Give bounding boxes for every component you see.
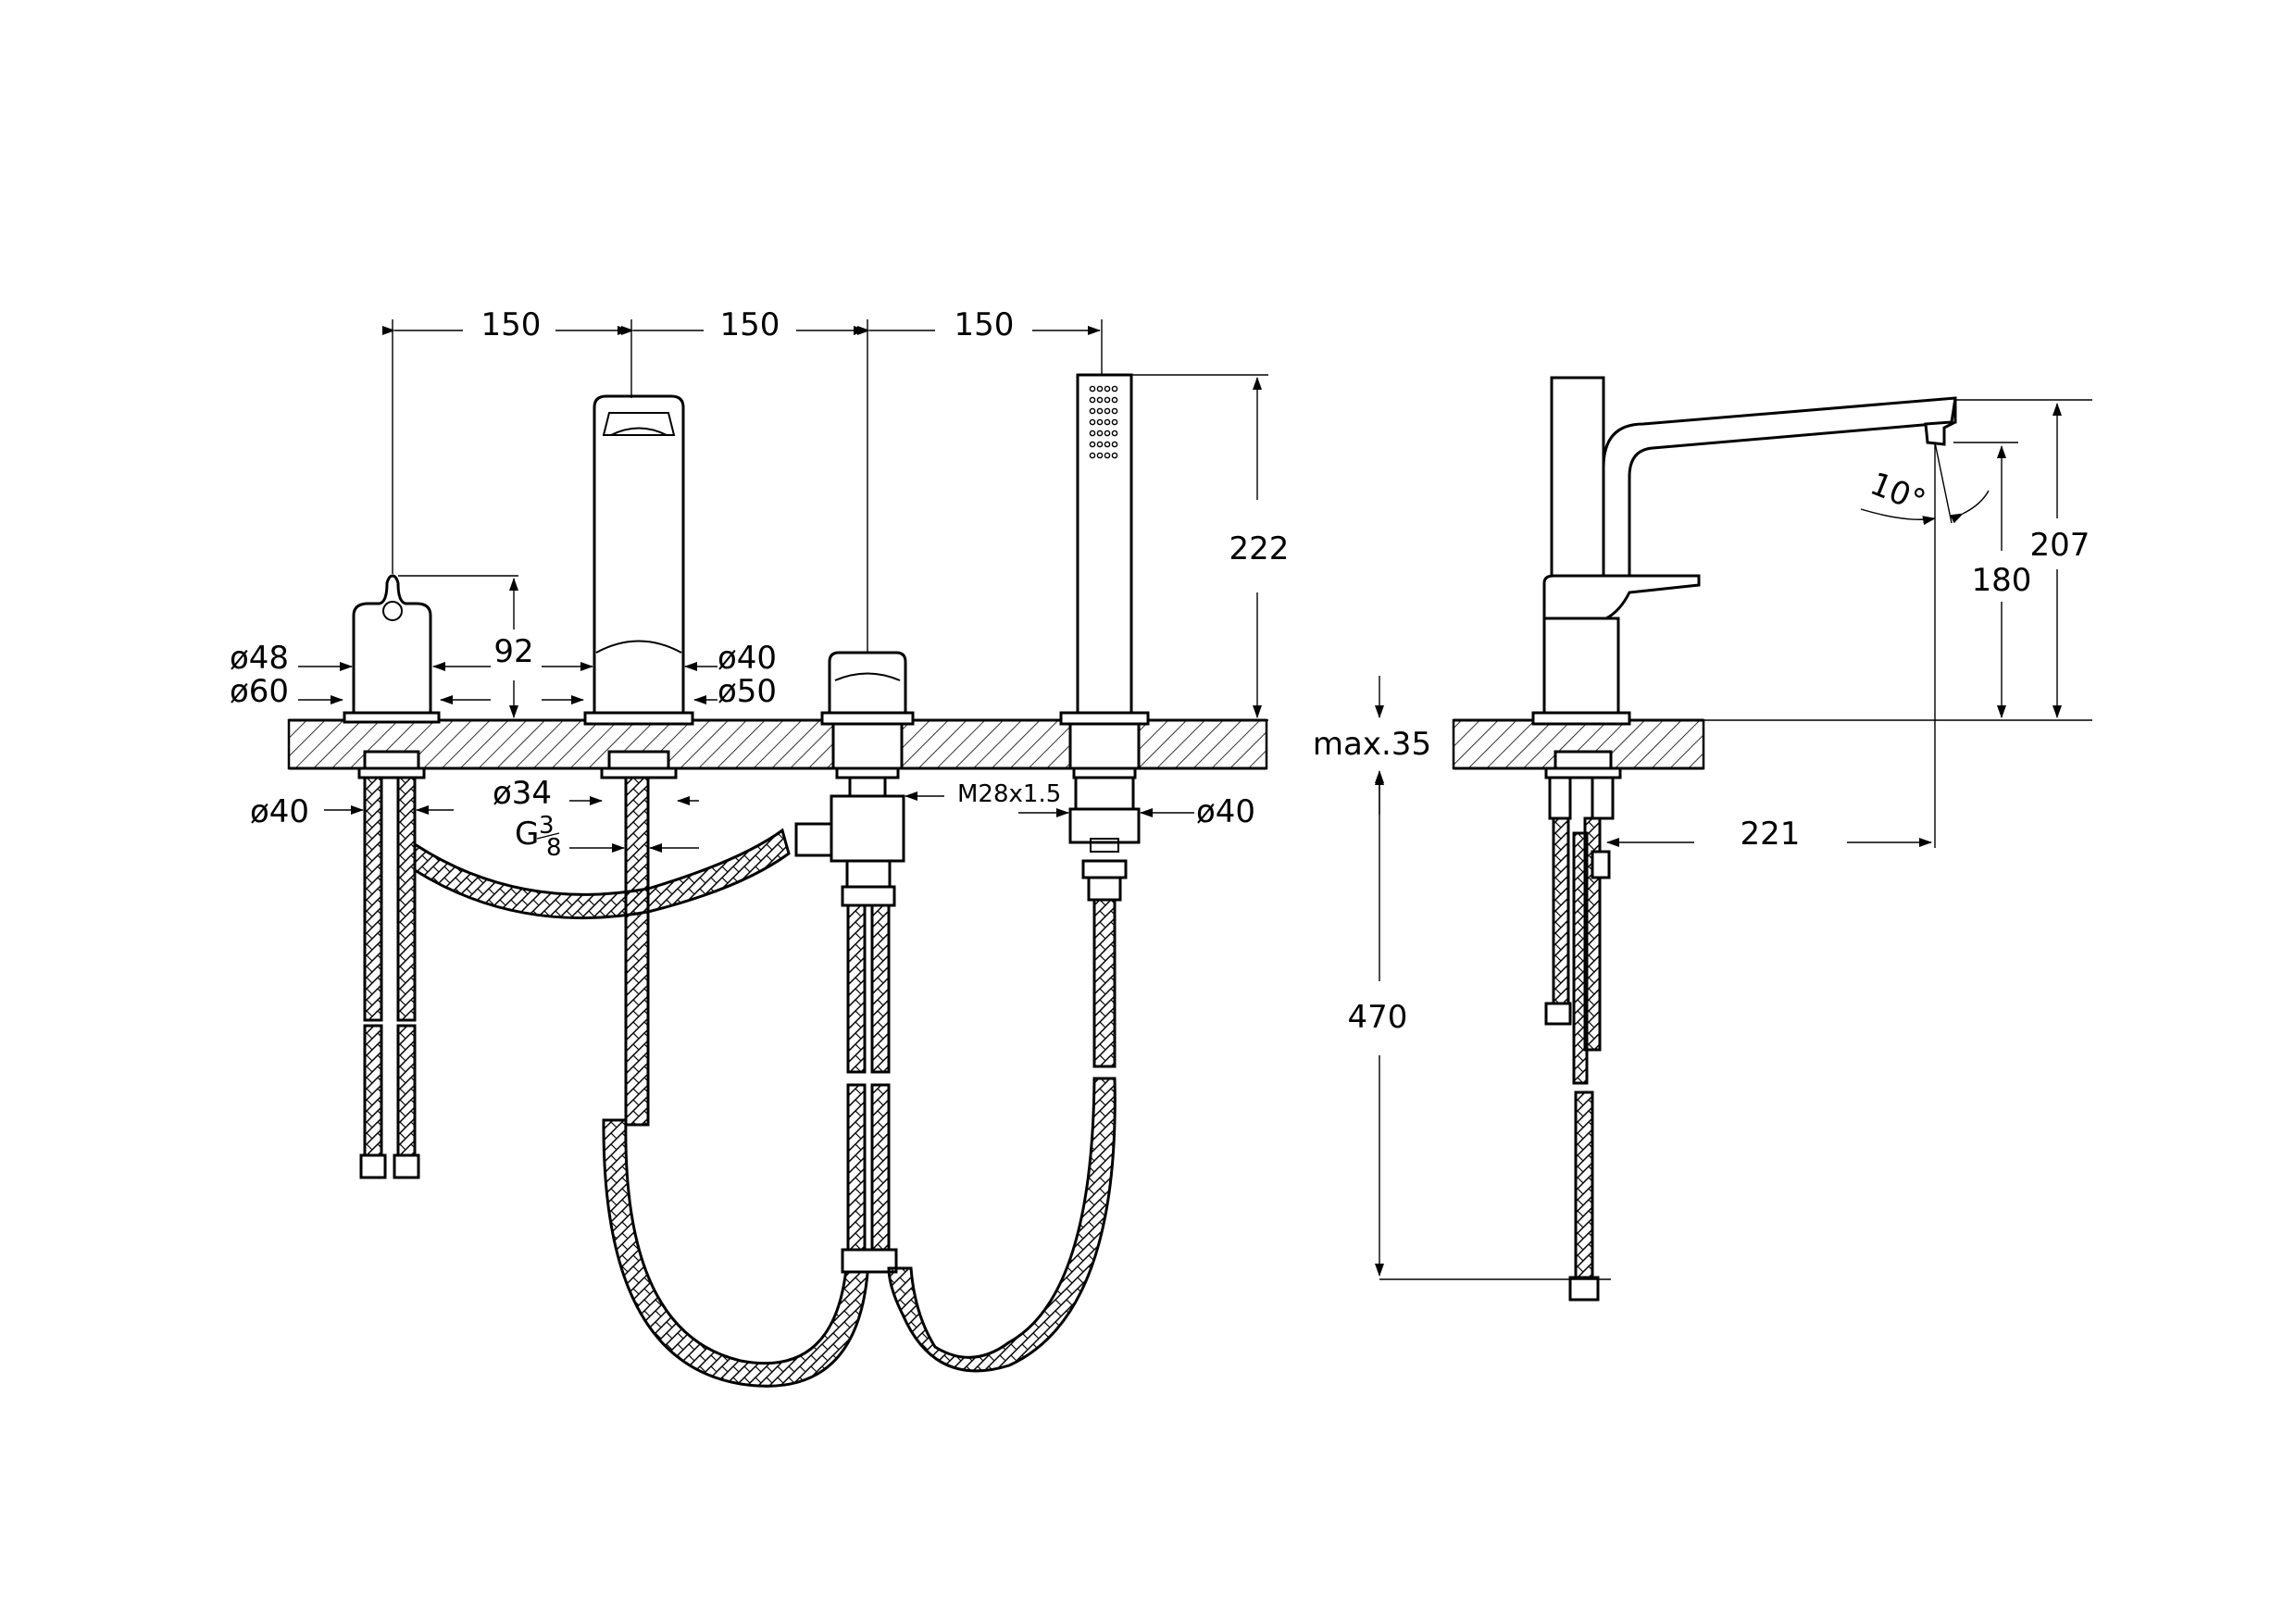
side-hoses — [1544, 776, 1615, 1302]
dim-92: 92 — [493, 633, 533, 670]
dim-222: 222 — [1229, 530, 1290, 567]
dim-angle: 10° — [1860, 466, 1990, 526]
side-faucet-body — [1531, 376, 1957, 779]
dim-outlet-height: 180 — [1972, 445, 2032, 718]
dim-m28: M28x1.5 — [957, 780, 1061, 808]
dim-spacing-3: 150 — [955, 306, 1015, 343]
dim-mixer-height: 92 — [493, 578, 534, 718]
dim-hose-length: 470 — [1348, 772, 1408, 1277]
dim-dia-50: ø50 — [718, 673, 777, 710]
dim-dia-40-tail: ø40 — [250, 793, 309, 830]
dim-max-35: max.35 — [1313, 726, 1431, 763]
mixer-body — [343, 574, 441, 779]
dim-tails: ø40 ø34 G 3 8 M28x1.5 ø40 — [250, 775, 1255, 862]
dim-deck-thickness: max.35 — [1313, 676, 1431, 815]
dim-dia-40-right: ø40 — [1196, 793, 1255, 830]
side-view: 10° 207 180 221 max.35 — [1313, 376, 2092, 1302]
dim-10-deg: 10° — [1865, 466, 1930, 521]
diverter-knob — [794, 651, 915, 907]
front-view: 150 150 150 222 92 ø48 ø60 — [230, 306, 1290, 1388]
extension-lines — [392, 319, 1268, 721]
dim-dia-34: ø34 — [493, 775, 552, 812]
hand-shower — [1059, 373, 1150, 902]
dim-180: 180 — [1972, 562, 2032, 599]
dim-dia-40-top: ø40 — [718, 640, 777, 677]
dim-thread-num: 3 — [539, 812, 555, 840]
dim-spout-dia: ø40 ø50 — [542, 640, 777, 710]
spout-body — [583, 394, 694, 779]
dim-dia-60: ø60 — [230, 673, 289, 710]
dim-total-height: 207 — [2030, 403, 2090, 718]
dim-thread: G — [515, 816, 539, 853]
shower-nozzles — [1089, 385, 1118, 459]
dim-mixer-dia: ø48 ø60 — [230, 640, 491, 710]
dim-207: 207 — [2030, 527, 2090, 564]
dim-thread-den: 8 — [546, 834, 562, 862]
dim-470: 470 — [1348, 999, 1408, 1036]
dim-handshower-height: 222 — [1229, 377, 1290, 718]
dim-spacing-1: 150 — [481, 306, 542, 343]
dim-spacing: 150 150 150 — [382, 306, 1101, 343]
dim-spacing-2: 150 — [720, 306, 780, 343]
side-deck-section — [1452, 718, 2092, 770]
hoses — [359, 776, 1117, 1388]
dim-221: 221 — [1741, 816, 1801, 853]
side-extension-lines — [1379, 399, 2092, 1280]
dim-reach: 221 — [1606, 816, 1932, 853]
dim-dia-48: ø48 — [230, 640, 289, 677]
